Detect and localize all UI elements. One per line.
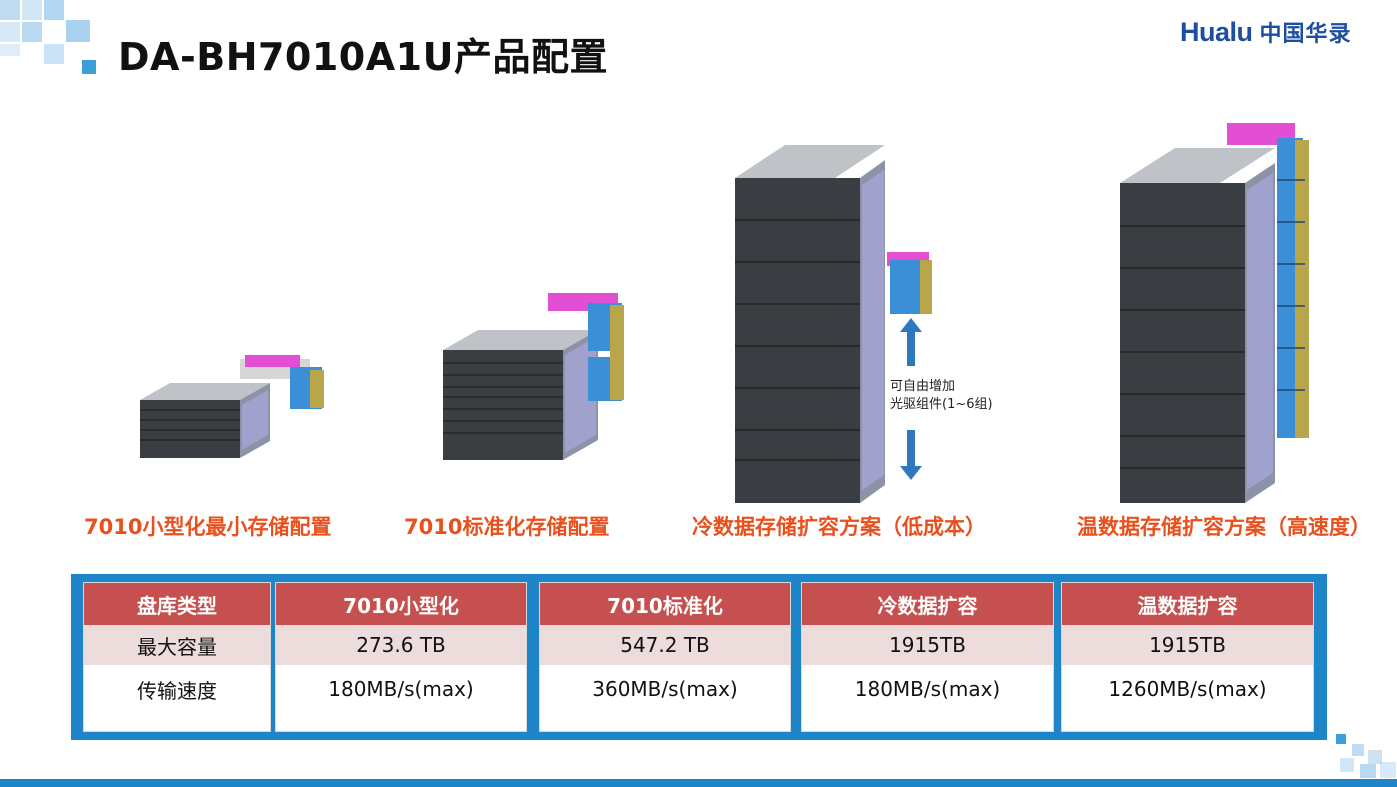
table-header-cell: 7010小型化 [276,583,526,625]
warm-data-illustration [1120,123,1309,503]
table-column-cold: 冷数据扩容 1915TB 180MB/s(max) [801,582,1054,732]
brand-logo: Hualu 中国华录 [1180,16,1352,48]
up-arrow-icon [900,318,922,366]
table-cell-capacity: 547.2 TB [540,625,790,665]
table-cell-speed: 传输速度 [84,665,270,711]
logo-text-en: Hualu [1180,16,1253,47]
table-column-standard: 7010标准化 547.2 TB 360MB/s(max) [539,582,791,732]
table-cell-speed: 180MB/s(max) [276,665,526,711]
table-cell-speed: 1260MB/s(max) [1062,665,1313,711]
expansion-note: 可自由增加 光驱组件(1~6组) [890,378,993,414]
table-header-cell: 冷数据扩容 [802,583,1053,625]
caption-small-config: 7010小型化最小存储配置 [84,515,332,539]
logo-text-cn: 中国华录 [1259,22,1352,47]
page-title: DA-BH7010A1U产品配置 [118,35,608,79]
down-arrow-icon [900,430,922,480]
table-cell-capacity: 273.6 TB [276,625,526,665]
note-line-1: 可自由增加 [890,379,956,394]
small-config-illustration [140,355,324,458]
spec-table: 盘库类型 最大容量 传输速度 7010小型化 273.6 TB 180MB/s(… [71,574,1327,740]
caption-warm-data: 温数据存储扩容方案（高速度） [1077,515,1371,539]
cold-data-illustration [735,145,932,503]
table-cell-capacity: 1915TB [1062,625,1313,665]
caption-cold-data: 冷数据存储扩容方案（低成本） [692,515,986,539]
table-header-cell: 盘库类型 [84,583,270,625]
footer-bar [0,779,1397,787]
note-line-2: 光驱组件(1~6组) [890,397,993,412]
table-header-cell: 7010标准化 [540,583,790,625]
table-cell-speed: 180MB/s(max) [802,665,1053,711]
table-column-label: 盘库类型 最大容量 传输速度 [83,582,271,732]
table-column-small: 7010小型化 273.6 TB 180MB/s(max) [275,582,527,732]
table-cell-capacity: 最大容量 [84,625,270,665]
table-cell-speed: 360MB/s(max) [540,665,790,711]
table-cell-capacity: 1915TB [802,625,1053,665]
standard-config-illustration [443,293,624,460]
table-header-cell: 温数据扩容 [1062,583,1313,625]
caption-standard-config: 7010标准化存储配置 [404,515,610,539]
table-column-warm: 温数据扩容 1915TB 1260MB/s(max) [1061,582,1314,732]
